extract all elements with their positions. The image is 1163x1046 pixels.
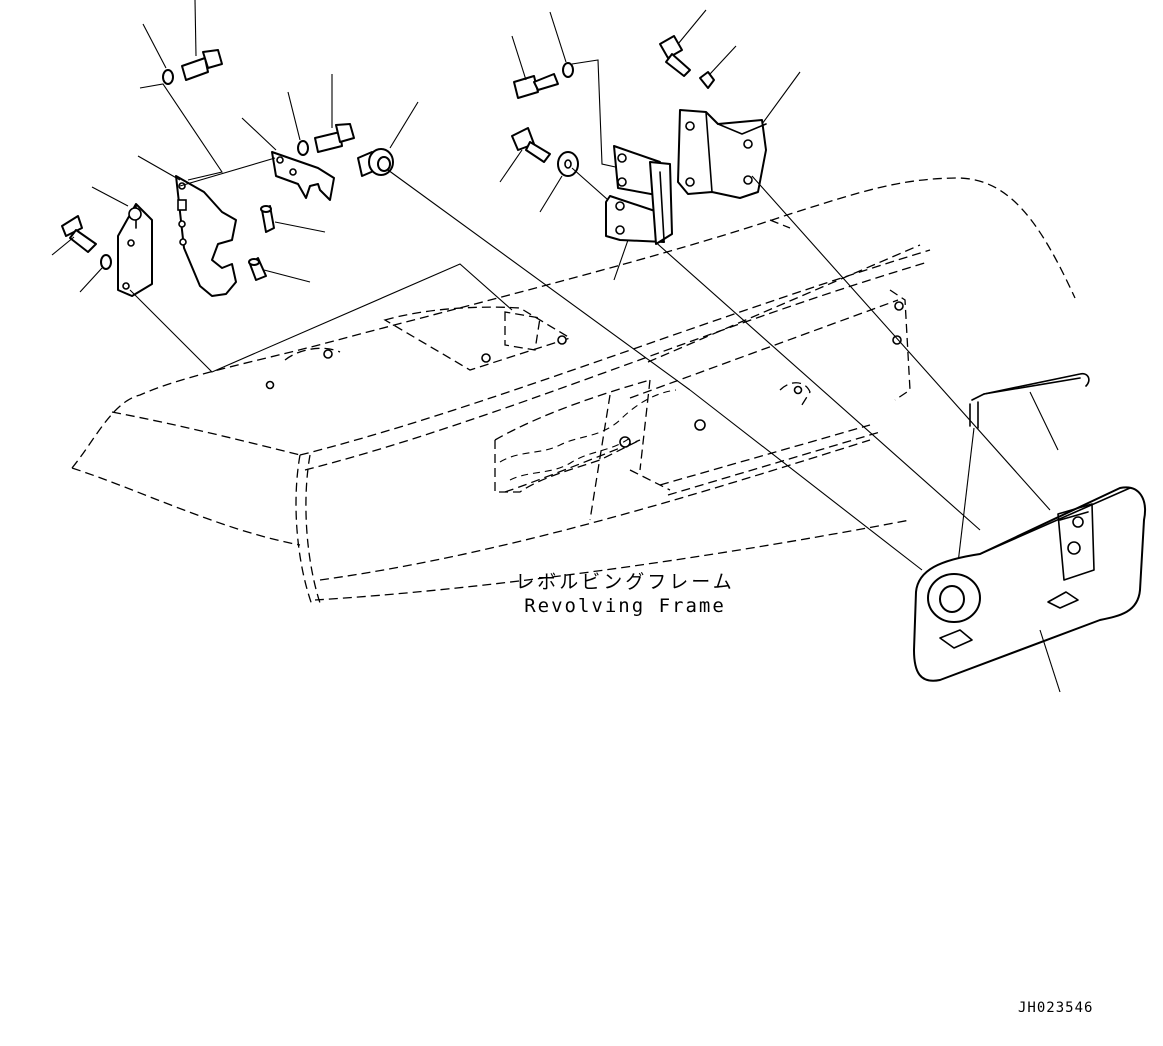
washer-top-center [549, 11, 574, 78]
washer-top-left [142, 23, 174, 85]
lock-nut [357, 101, 419, 177]
washer-lower-left [79, 254, 112, 293]
hinge-leaf [605, 145, 673, 281]
cover-panel-group [913, 372, 1146, 693]
bolt-top-center [511, 35, 559, 99]
pin-lower [248, 257, 311, 283]
washer-mid-center [539, 151, 579, 213]
frame-cutout [499, 389, 677, 481]
bolt-top-left [181, 0, 223, 81]
washer-middle-left [287, 91, 309, 156]
bolt-top-right [659, 9, 707, 77]
angle-bracket [677, 71, 1051, 511]
hinge-group [499, 9, 1051, 531]
bracket-upper-left [241, 117, 335, 201]
nut-top-right [699, 45, 737, 89]
bolt-lower-left [51, 215, 97, 256]
revolving-frame [71, 177, 1076, 606]
frame-label-english: Revolving Frame [524, 595, 726, 617]
hook-bracket [137, 155, 276, 297]
bolt-mid-center [499, 127, 551, 183]
revolving-frame-label: レボルビングフレーム Revolving Frame [505, 570, 745, 618]
left-bracket-group [51, 0, 923, 571]
drawing-number: JH023546 [1018, 1000, 1094, 1016]
plate-bracket-left [91, 186, 153, 297]
stay-rod [955, 372, 1090, 581]
cover-panel [913, 486, 1146, 693]
bolt-middle-left [314, 74, 355, 153]
pin-upper [260, 205, 326, 233]
frame-label-japanese: レボルビングフレーム [515, 571, 735, 593]
